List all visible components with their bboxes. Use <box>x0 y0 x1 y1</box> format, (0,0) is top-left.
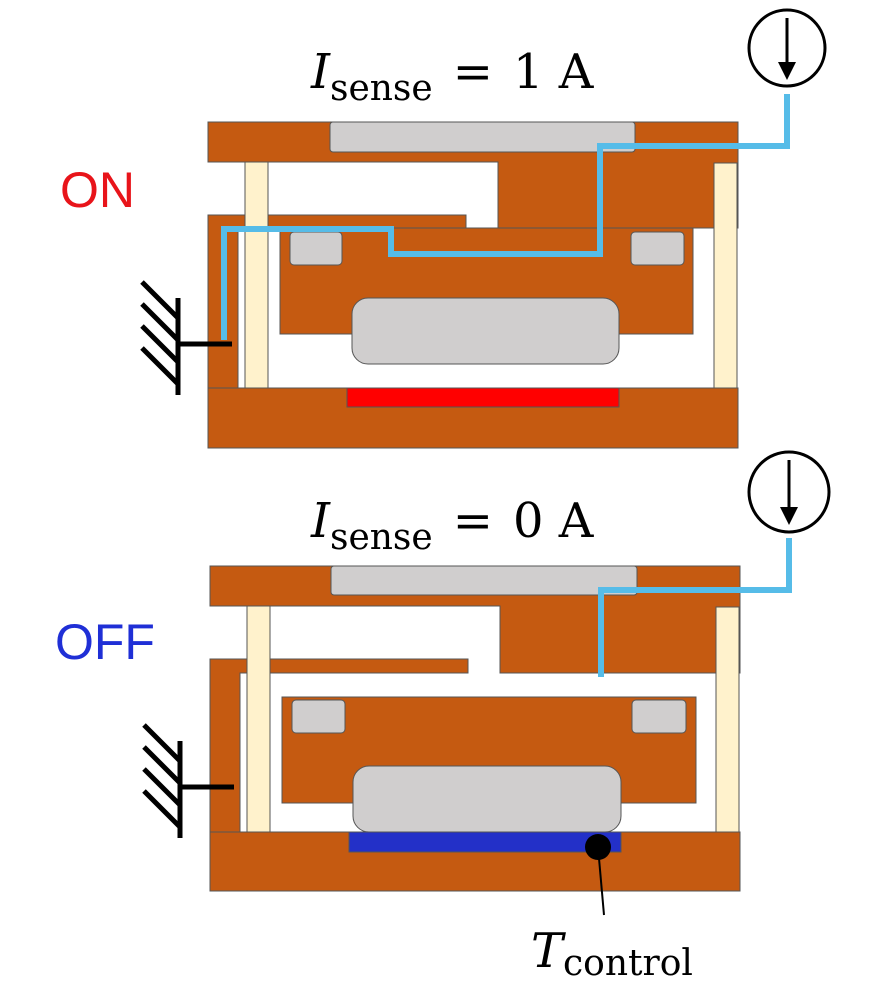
on-pillar-left <box>244 161 269 389</box>
on-current-label: Isense=1 A <box>310 44 595 109</box>
off-pillar-left <box>246 605 271 833</box>
off-center-core <box>352 765 622 833</box>
on-pillar-right <box>713 162 738 389</box>
off-top-core <box>330 565 638 596</box>
on-center-core <box>351 297 620 365</box>
off-current-source-icon <box>747 450 831 534</box>
on-current-path <box>221 94 790 340</box>
off-pad-right <box>631 699 687 734</box>
off-left-wall <box>209 658 469 833</box>
off-diagram: OFF Isense=0 A <box>55 450 831 981</box>
on-state-label: ON <box>60 162 135 218</box>
off-heater <box>348 831 622 853</box>
off-state-label: OFF <box>55 614 155 670</box>
off-ground-icon <box>142 723 234 838</box>
off-pillar-right <box>715 606 740 833</box>
on-diagram: ON Isense=1 A <box>60 8 827 449</box>
off-current-path <box>598 538 792 677</box>
on-heater <box>346 387 620 408</box>
temperature-label: Tcontrol <box>531 923 693 981</box>
on-pad-left <box>289 231 343 266</box>
off-pad-left <box>291 699 346 734</box>
on-current-source-icon <box>747 8 827 88</box>
thermometer-point-icon <box>585 834 611 916</box>
on-ground-icon <box>140 280 232 395</box>
off-current-label: Isense=0 A <box>310 493 595 558</box>
on-pad-right <box>630 231 685 266</box>
on-top-core <box>329 121 636 153</box>
